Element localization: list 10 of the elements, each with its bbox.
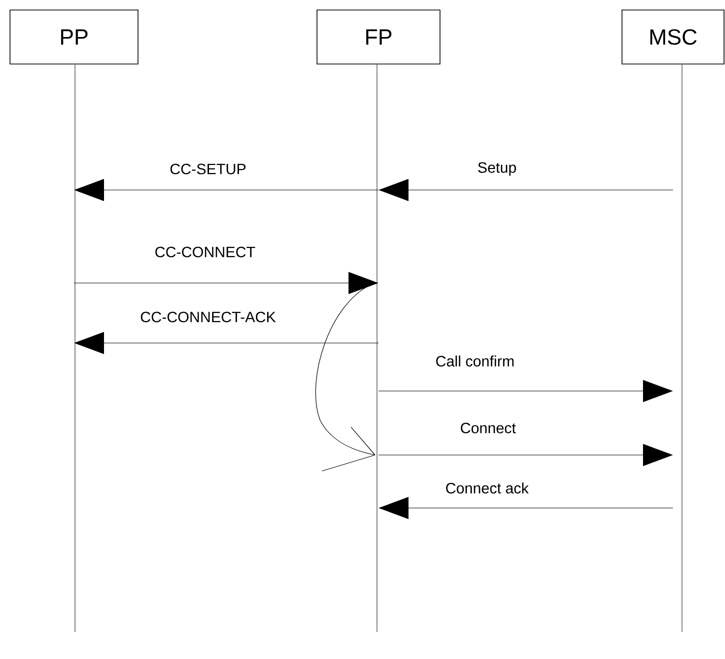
lifeline-box: MSC [622,10,724,64]
message-label: Setup [478,162,516,176]
message-label: Connect ack [446,482,529,494]
message-label: Call confirm [436,356,514,366]
message-label: Connect [460,422,516,434]
message-label: CC-CONNECT-ACK [140,312,276,322]
message-label: CC-CONNECT [155,246,256,258]
lifeline-box: PP [10,10,138,64]
lifeline-box: FP [316,10,440,64]
message-label: CC-SETUP [170,164,246,174]
